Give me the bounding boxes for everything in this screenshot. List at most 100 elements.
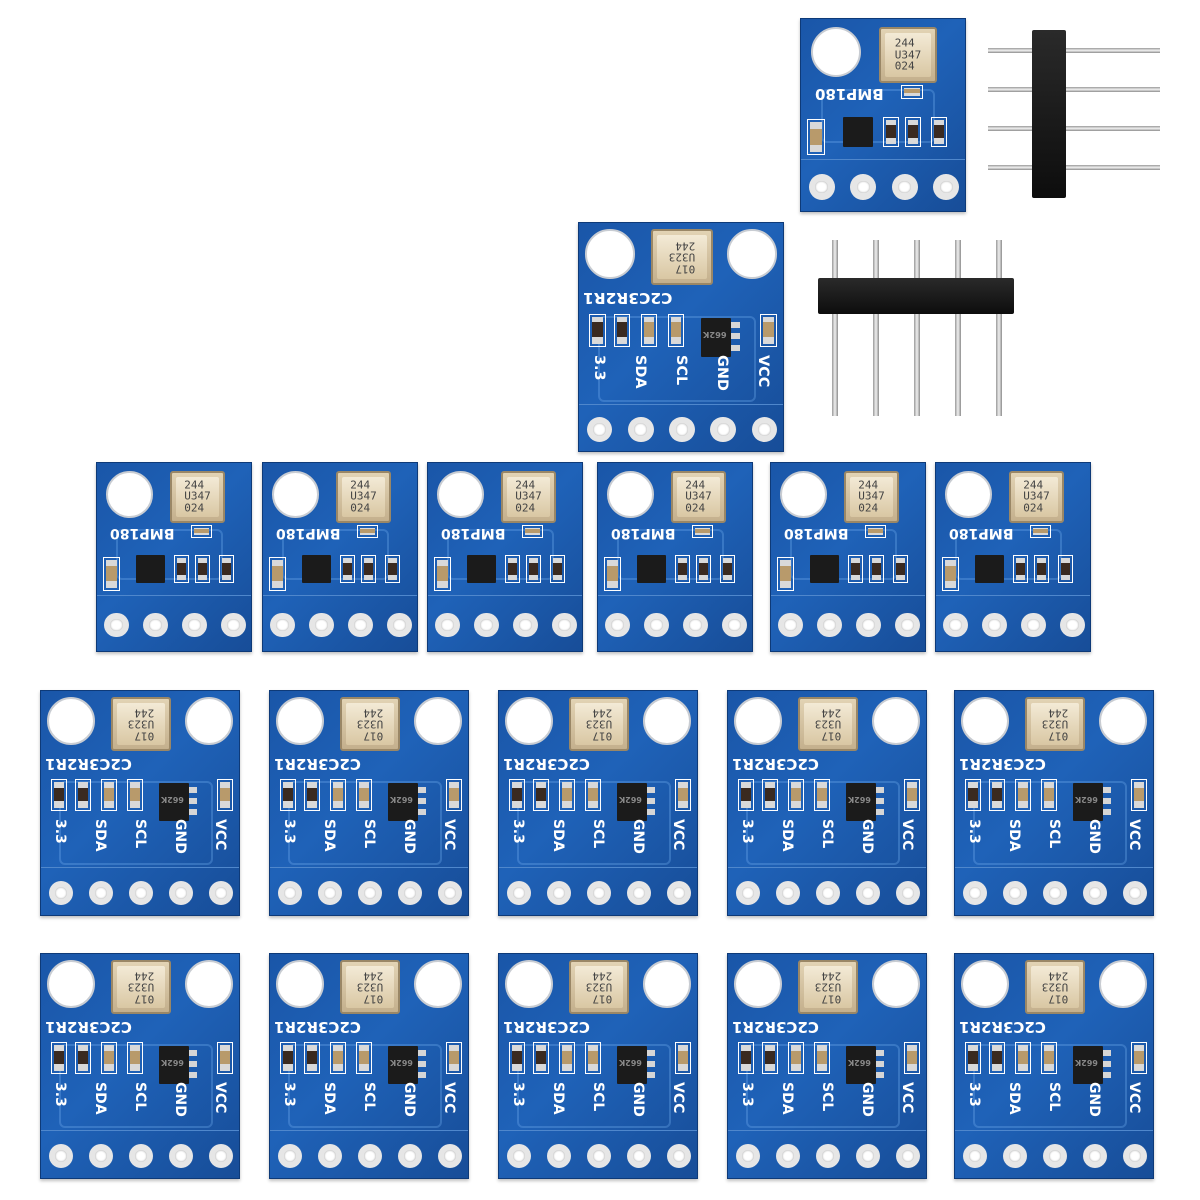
pin-label-vcc: VCC <box>898 1082 915 1114</box>
component-terminal <box>553 574 563 581</box>
resistor <box>280 779 296 811</box>
regulator-marking: 662K <box>1075 795 1098 804</box>
component-terminal <box>817 1064 827 1071</box>
sensor-marking-line: U323 <box>814 717 842 731</box>
resistor <box>385 555 401 584</box>
component-body <box>524 528 540 535</box>
component-terminal <box>678 1045 688 1052</box>
component-body <box>104 1050 114 1066</box>
component-body <box>104 787 114 803</box>
pin-label-vcc: VCC <box>211 1082 228 1114</box>
sensor-lid <box>117 703 165 745</box>
pin-label-sda: SDA <box>320 819 337 852</box>
sensor-marking-line: 244 <box>858 478 879 492</box>
pin-label-scl: SCL <box>360 819 377 849</box>
board-label: C2C3R2R1 <box>732 755 819 773</box>
component-body <box>763 322 774 338</box>
component-terminal <box>307 801 317 808</box>
pin-label-scl: SCL <box>1045 819 1062 849</box>
regulator-lead <box>189 1061 197 1067</box>
mounting-hole <box>961 960 1009 1008</box>
pin-label-scl: SCL <box>360 1082 377 1112</box>
resistor <box>360 555 376 584</box>
component-terminal <box>896 558 906 564</box>
solder-pad <box>895 880 921 906</box>
mounting-hole <box>47 960 95 1008</box>
solder-pad <box>1082 880 1108 906</box>
component-body <box>741 1050 751 1066</box>
capacitor <box>1029 525 1051 539</box>
component-body <box>283 1050 293 1066</box>
capacitor <box>1041 1042 1057 1074</box>
component-body <box>449 1050 459 1066</box>
component-body <box>562 787 572 803</box>
solder-pad <box>735 880 761 906</box>
sensor-lid <box>507 476 550 518</box>
pin-label-sda: SDA <box>549 819 566 852</box>
component-terminal <box>907 801 917 808</box>
component-terminal <box>992 1045 1002 1052</box>
board-label: BMP180 <box>611 525 676 542</box>
component-terminal <box>283 1064 293 1071</box>
solder-pad <box>683 612 708 637</box>
capacitor <box>101 779 117 811</box>
component-terminal <box>992 1064 1002 1071</box>
component-terminal <box>436 559 448 567</box>
solder-pad <box>128 1143 154 1169</box>
board-label: C2C3R2R1 <box>959 1018 1046 1036</box>
resistor <box>509 779 525 811</box>
pin-label-gnd: GND <box>629 1082 646 1117</box>
component-terminal <box>592 336 603 344</box>
component-terminal <box>562 1045 572 1052</box>
component-body <box>907 1050 917 1066</box>
capacitor <box>1015 779 1031 811</box>
solder-pad <box>128 880 154 906</box>
sensor-marking-line: 017 <box>1048 729 1069 743</box>
pcb-trace <box>446 528 555 580</box>
component-terminal <box>508 558 518 564</box>
solder-pad <box>626 1143 652 1169</box>
component-terminal <box>1018 801 1028 808</box>
component-terminal <box>197 558 207 564</box>
mounting-hole <box>106 470 154 518</box>
component-body <box>670 322 682 338</box>
solder-pad <box>669 416 695 443</box>
component-terminal <box>449 801 459 808</box>
component-body <box>512 1050 522 1066</box>
sensor-marking-line: 244 <box>363 969 384 983</box>
capacitor <box>864 525 886 539</box>
solder-pad <box>626 880 652 906</box>
component-body <box>333 787 343 803</box>
component-terminal <box>992 801 1002 808</box>
mounting-hole <box>872 697 920 745</box>
pin-label-gnd: GND <box>629 819 646 854</box>
solder-pad <box>644 612 669 637</box>
solder-pad <box>48 880 74 906</box>
component-body <box>992 1050 1002 1066</box>
component-body <box>1044 787 1054 803</box>
resistor <box>614 313 631 347</box>
component-terminal <box>436 580 448 588</box>
solder-pad <box>850 174 877 200</box>
sensor-lid <box>346 966 394 1008</box>
component-body <box>508 562 518 576</box>
component-body <box>359 528 375 535</box>
pcb-trace <box>281 528 390 580</box>
component-terminal <box>512 801 522 808</box>
solder-pad <box>1042 880 1068 906</box>
component-terminal <box>524 532 540 536</box>
component-terminal <box>1134 1045 1144 1052</box>
pin-label-vcc: VCC <box>669 1082 686 1114</box>
resistor <box>533 779 549 811</box>
component-terminal <box>588 782 598 789</box>
component-terminal <box>130 801 140 808</box>
component-terminal <box>104 1045 114 1052</box>
solder-pad <box>751 416 778 443</box>
component-terminal <box>562 801 572 808</box>
solder-pad <box>815 1143 841 1169</box>
